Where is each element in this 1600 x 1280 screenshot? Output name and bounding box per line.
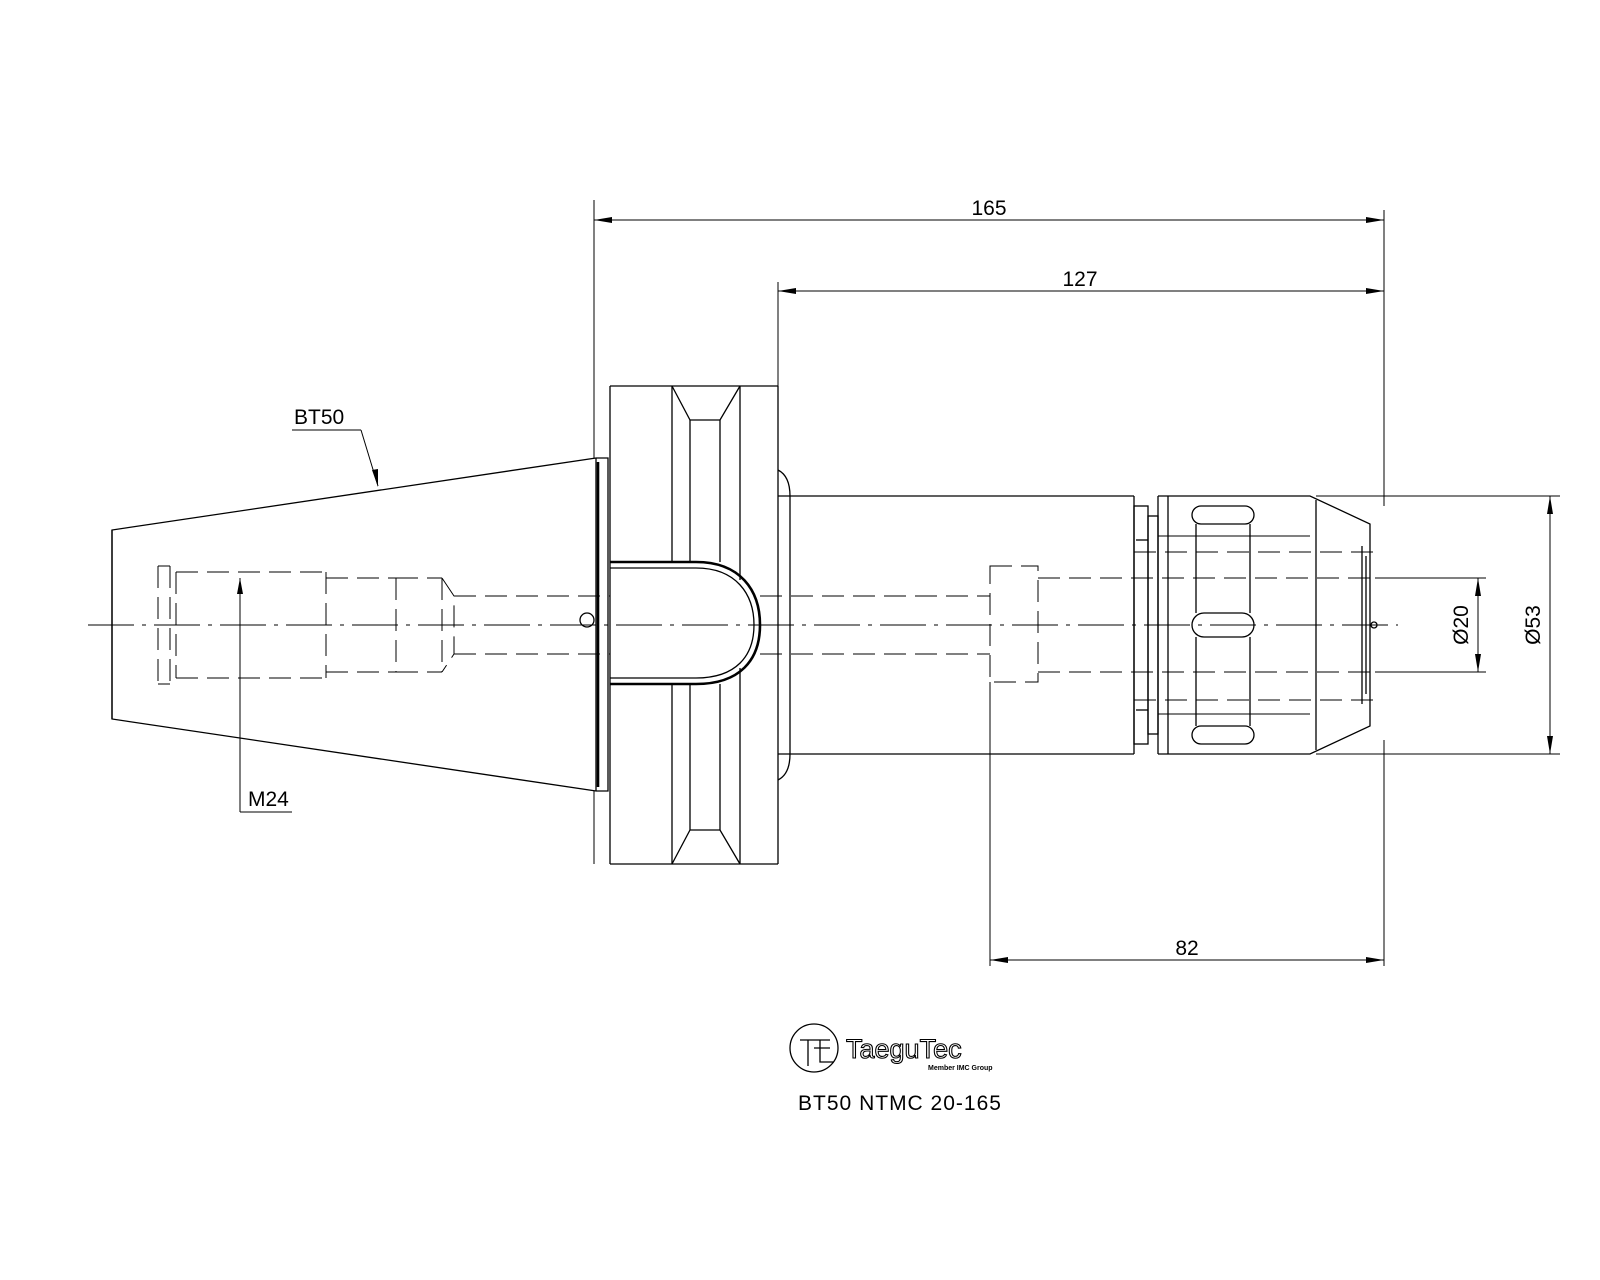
dimension-clamp-diameter: Ø20 bbox=[1375, 577, 1486, 673]
orientation-mark bbox=[579, 612, 595, 628]
body-hidden-bore bbox=[760, 551, 1375, 701]
dimension-collet-length: 82 bbox=[989, 682, 1385, 966]
dim-text-82: 82 bbox=[1175, 937, 1198, 960]
label-m24: M24 bbox=[248, 788, 289, 811]
dimension-gauge-length: 127 bbox=[777, 268, 1384, 386]
clamp-nut bbox=[1133, 495, 1378, 755]
dimension-nut-diameter: Ø53 bbox=[1316, 495, 1560, 755]
label-bt50: BT50 bbox=[294, 406, 344, 429]
dim-text-d53: Ø53 bbox=[1522, 605, 1545, 645]
label-taper-leader: BT50 bbox=[292, 406, 379, 487]
dim-text-127: 127 bbox=[1062, 268, 1097, 291]
flange bbox=[609, 385, 779, 865]
logo-tagline: Member IMC Group bbox=[928, 1065, 993, 1072]
taper-shank bbox=[111, 457, 609, 792]
dim-text-d20: Ø20 bbox=[1450, 605, 1473, 645]
taegutec-logo: TaeguTec Member IMC Group bbox=[789, 1023, 993, 1073]
part-number: BT50 NTMC 20-165 bbox=[798, 1092, 1002, 1115]
dim-text-165: 165 bbox=[971, 197, 1006, 220]
logo-brand: TaeguTec bbox=[846, 1034, 962, 1064]
label-thread-leader: M24 bbox=[237, 578, 292, 813]
dimension-overall-length: 165 bbox=[593, 197, 1385, 864]
taper-hidden-bore bbox=[157, 565, 610, 685]
